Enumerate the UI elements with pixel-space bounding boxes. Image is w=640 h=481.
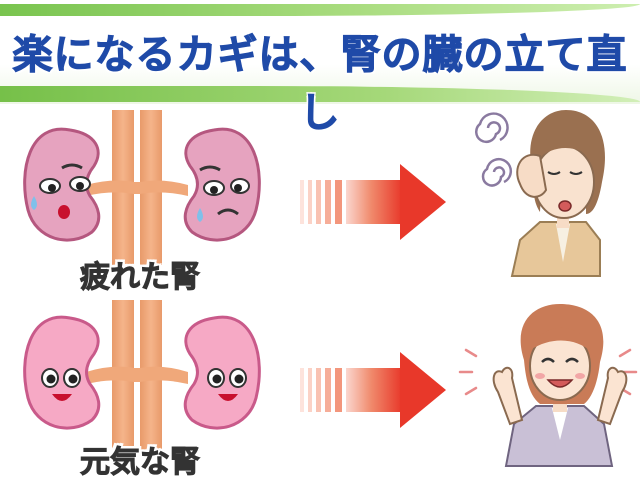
sparkle-icon xyxy=(458,348,638,396)
healthy-spine xyxy=(86,300,188,450)
tired-kidneys xyxy=(23,110,261,265)
title-banner: 楽になるカギは、腎の臓の立て直し xyxy=(0,0,640,137)
bottom-arrow-icon xyxy=(300,352,446,428)
waving-hand-right-icon xyxy=(596,366,628,426)
waving-hand-left-icon xyxy=(492,366,524,426)
tired-kidney-caption: 疲れた腎 xyxy=(80,260,201,296)
happy-woman xyxy=(458,304,638,467)
worried-mouth-icon xyxy=(58,205,70,219)
smile-icon xyxy=(52,394,72,401)
tired-left-kidney xyxy=(23,127,101,242)
page-title: 楽になるカギは、腎の臓の立て直し xyxy=(12,32,628,137)
banner-bottom-stripe xyxy=(0,86,640,102)
tired-eye-icon xyxy=(61,163,83,170)
banner-top-stripe xyxy=(0,4,640,16)
healthy-kidney-caption: 元気な腎 xyxy=(80,445,201,481)
healthy-left-kidney xyxy=(23,315,101,430)
sweat-drop-icon xyxy=(31,196,37,210)
healthy-kidneys xyxy=(23,300,261,450)
healthy-right-kidney xyxy=(183,315,261,430)
dizzy-spiral-icon xyxy=(475,112,513,187)
tired-spine xyxy=(86,110,188,265)
tired-right-kidney xyxy=(183,127,261,242)
top-arrow-icon xyxy=(300,164,446,240)
tired-woman xyxy=(475,110,605,277)
